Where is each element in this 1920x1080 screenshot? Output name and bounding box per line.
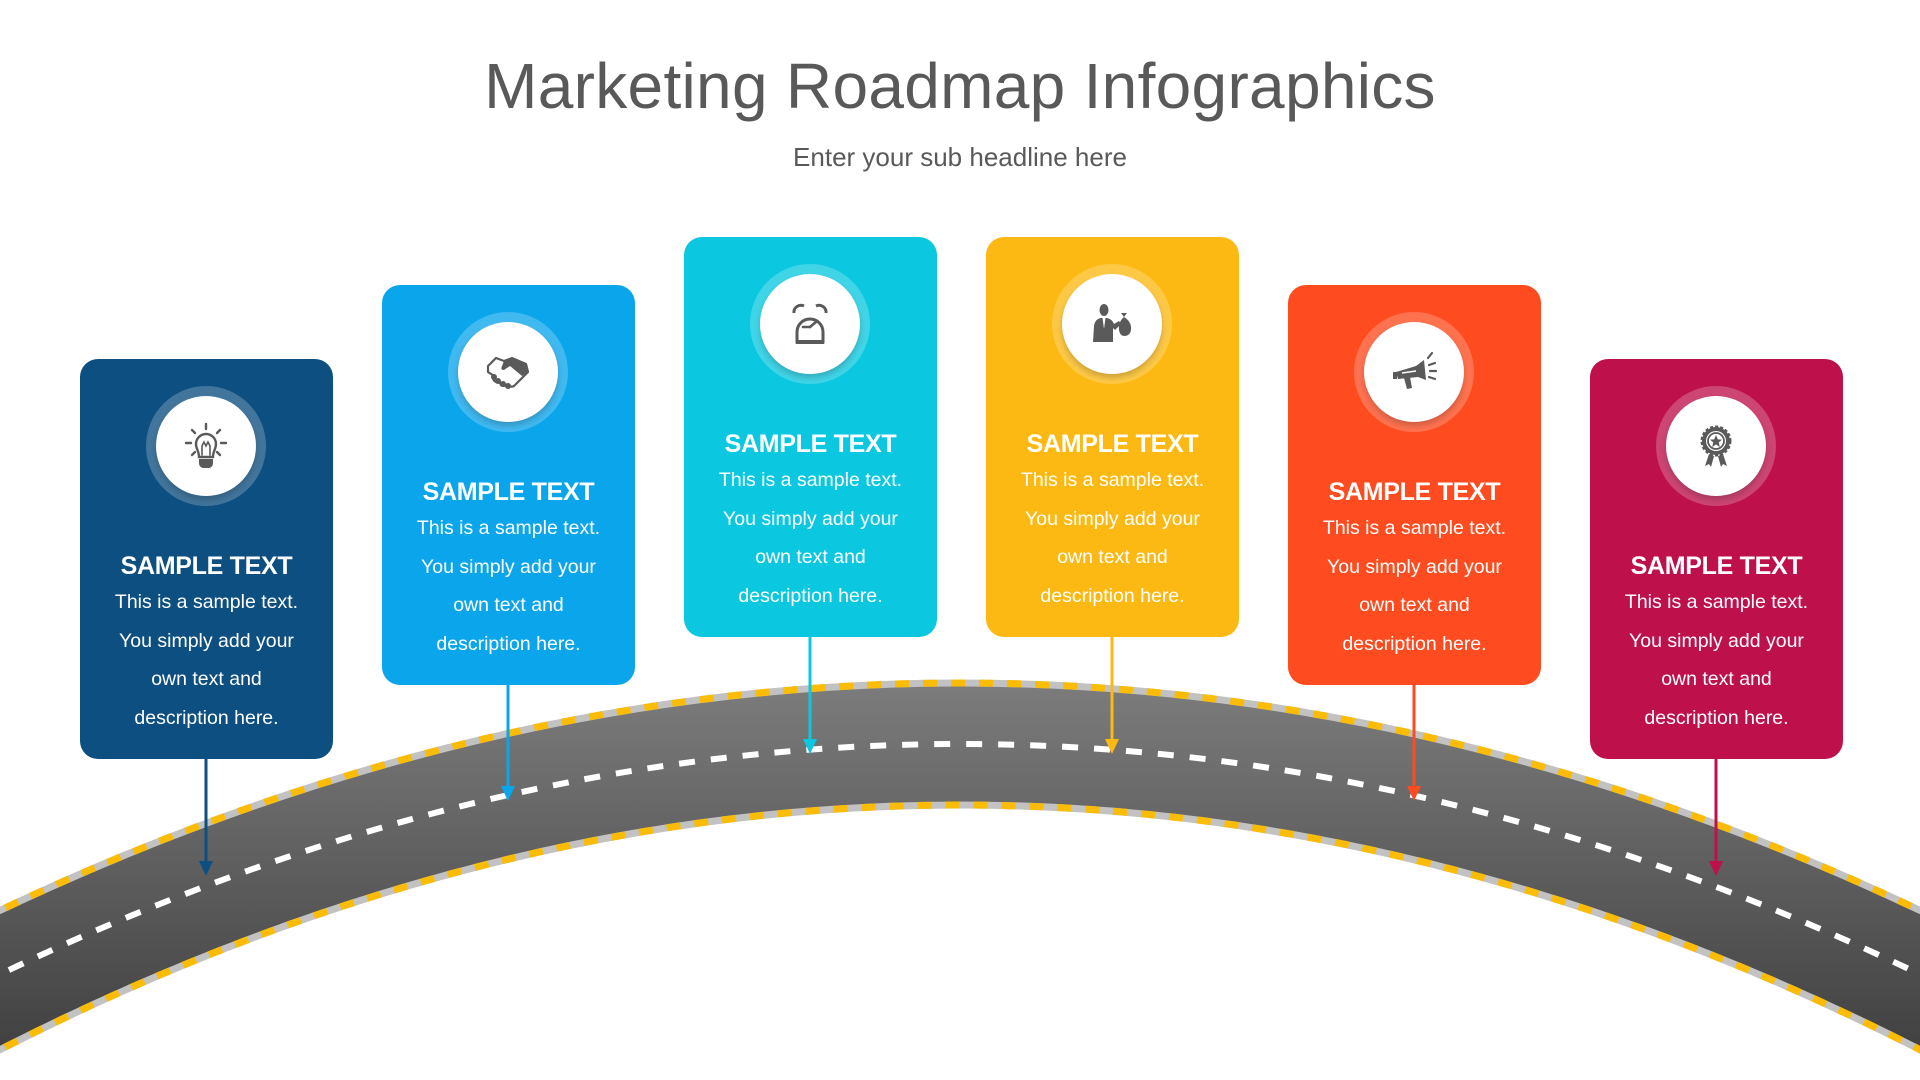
icon-ring	[1052, 264, 1172, 384]
roadmap-card-3: SAMPLE TEXT This is a sample text. You s…	[684, 237, 937, 637]
page-title: Marketing Roadmap Infographics	[484, 50, 1436, 122]
card-description: This is a sample text. You simply add yo…	[718, 469, 903, 607]
card-title: SAMPLE TEXT	[1328, 478, 1501, 506]
businessman-money-bag-icon	[1093, 304, 1132, 342]
connector-4	[1105, 637, 1119, 754]
award-badge-icon	[1700, 425, 1732, 467]
icon-ring	[750, 264, 870, 384]
alarm-clock-icon	[792, 303, 828, 344]
card-title: SAMPLE TEXT	[422, 478, 595, 506]
card-description: This is a sample text. You simply add yo…	[1020, 469, 1205, 607]
card-title: SAMPLE TEXT	[1630, 552, 1803, 580]
connector-1	[199, 758, 213, 876]
card-description: This is a sample text. You simply add yo…	[1322, 517, 1507, 655]
card-description: This is a sample text. You simply add yo…	[114, 591, 299, 729]
card-title: SAMPLE TEXT	[724, 430, 897, 458]
road-edge-bottom	[0, 801, 1920, 1054]
road-lane-divider	[0, 741, 1920, 978]
icon-ring	[1354, 312, 1474, 432]
roadmap-card-2: SAMPLE TEXT This is a sample text. You s…	[382, 285, 635, 685]
icon-ring	[1656, 386, 1776, 506]
road-surface	[0, 683, 1920, 1050]
roadmap-card-4: SAMPLE TEXT This is a sample text. You s…	[986, 237, 1239, 637]
card-title: SAMPLE TEXT	[1026, 430, 1199, 458]
handshake-icon	[486, 356, 530, 389]
lightbulb-icon	[184, 422, 228, 468]
card-description: This is a sample text. You simply add yo…	[1624, 591, 1809, 729]
page-subtitle: Enter your sub headline here	[793, 142, 1127, 172]
icon-ring	[146, 386, 266, 506]
icon-ring	[448, 312, 568, 432]
megaphone-icon	[1393, 351, 1438, 389]
card-description: This is a sample text. You simply add yo…	[416, 517, 601, 655]
connector-5	[1407, 684, 1421, 801]
roadmap-card-5: SAMPLE TEXT This is a sample text. You s…	[1288, 285, 1541, 685]
connector-6	[1709, 758, 1723, 876]
road-edge-top	[0, 679, 1920, 915]
connector-3	[803, 637, 817, 754]
connector-2	[501, 684, 515, 801]
roadmap-card-1: SAMPLE TEXT This is a sample text. You s…	[80, 359, 333, 759]
card-title: SAMPLE TEXT	[120, 552, 293, 580]
roadmap-card-6: SAMPLE TEXT This is a sample text. You s…	[1590, 359, 1843, 759]
